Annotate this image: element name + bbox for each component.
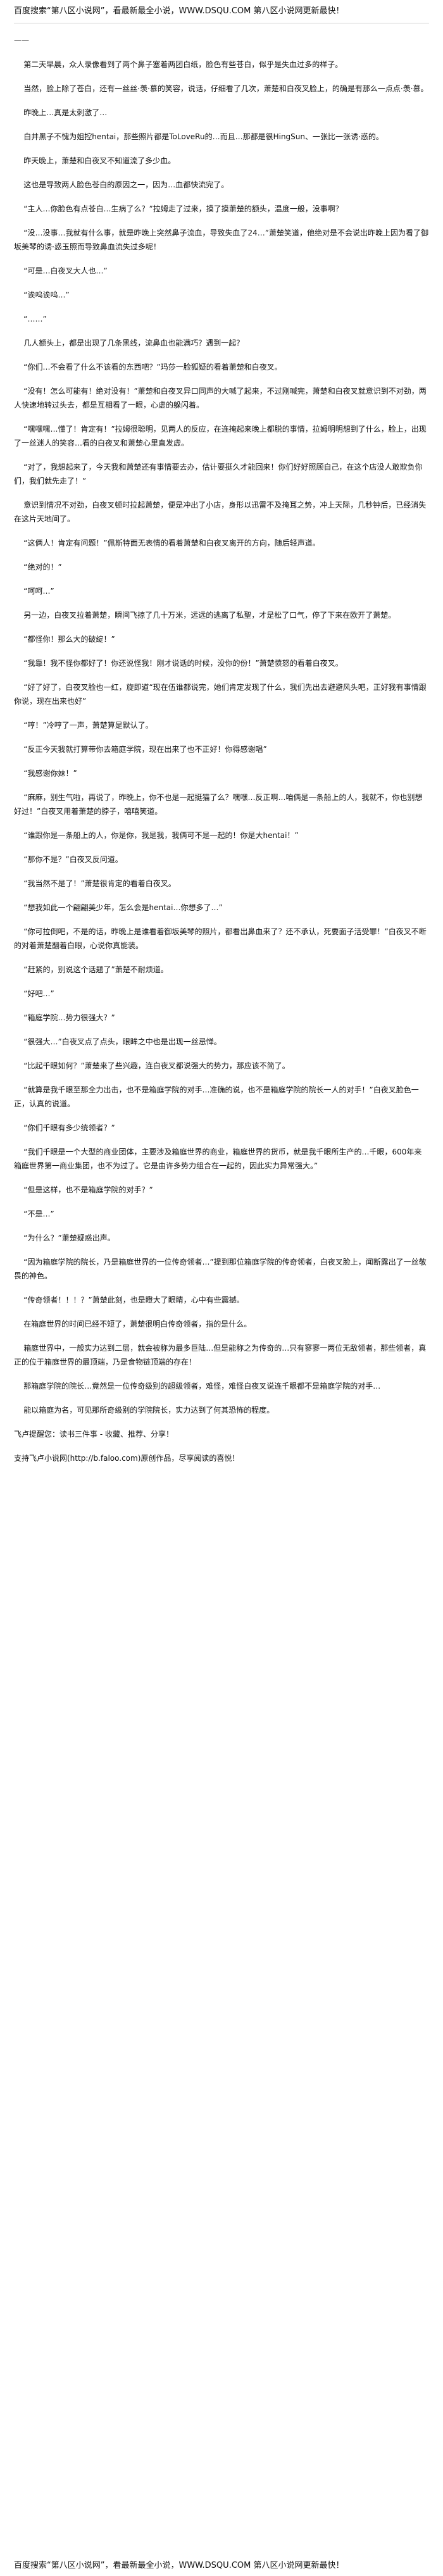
paragraph: 这也是导致两人脸色苍白的原因之一，因为…血都快流完了。 <box>14 180 229 189</box>
paragraph-list: 第二天早晨，众人录像看到了两个鼻子塞着两团白纸，脸色有些苍白，似乎是失血过多的样… <box>14 58 429 1417</box>
chapter-content: —— 第二天早晨，众人录像看到了两个鼻子塞着两团白纸，脸色有些苍白，似乎是失血过… <box>14 34 429 1465</box>
paragraph: “好吧…” <box>14 989 54 998</box>
paragraph: “你们…不会看了什么不该看的东西吧？”玛莎一脸狐疑的看着萧楚和白夜叉。 <box>14 363 282 372</box>
promo-block: 飞卢提醒您：读书三件事 - 收藏、推荐、分享！ 支持飞卢小说网(http://b.… <box>14 1427 429 1465</box>
paragraph: 当然，脸上除了苍白，还有一丝丝·羡·慕的笑容，说话，仔细看了几次，萧楚和白夜叉脸… <box>14 84 428 93</box>
paragraph: 昨晚上…真是太刺激了… <box>14 108 108 117</box>
header-notice: 百度搜索“第八区小说网”，看最新最全小说，WWW.DSQU.COM 第八区小说网… <box>14 6 344 16</box>
paragraph: 另一边，白夜叉拉着萧楚，瞬间飞掠了几十万米，远远的逃离了私聖，才是松了口气，停了… <box>14 611 396 620</box>
paragraph: “想我如此一个翩翩美少年，怎么会是hentai…你想多了…” <box>14 903 223 912</box>
paragraph: “对了，我想起来了，今天我和萧楚还有事情要去办，估计要挺久才能回来！你们好好照顾… <box>14 463 423 485</box>
paragraph: 箱庭世界中，一般实力达到二层，就会被称为最多巨陆…但是能称之为传奇的…只有寥寥一… <box>14 1344 427 1366</box>
paragraph: “诶呜诶呜…” <box>14 291 70 299</box>
paragraph: “很强大…”白夜叉点了点头，眼眸之中也是出现一丝忌惮。 <box>14 1037 222 1046</box>
paragraph: 第二天早晨，众人录像看到了两个鼻子塞着两团白纸，脸色有些苍白，似乎是失血过多的样… <box>14 60 343 69</box>
paragraph: 意识到情况不对劲，白夜叉顿时拉起萧楚，便是冲出了小店，身形以迅雷不及掩耳之势，冲… <box>14 501 427 523</box>
reading-tip: 飞卢提醒您：读书三件事 - 收藏、推荐、分享！ <box>14 1430 173 1439</box>
paragraph: “你们千眼有多少统领者？” <box>14 1123 115 1132</box>
paragraph: 昨天晚上，萧楚和白夜叉不知道流了多少血。 <box>14 156 176 165</box>
paragraph: “因为箱庭学院的院长，乃是箱庭世界的一位传奇领者…”提到那位箱庭学院的传奇领者，… <box>14 1258 427 1280</box>
paragraph: “为什么？”萧楚疑惑出声。 <box>14 1234 115 1242</box>
paragraph: “不是…” <box>14 1210 54 1218</box>
paragraph: “你可拉倒吧，不是的话，昨晚上是谁看着御坂美琴的照片，都看出鼻血来了？还不承认，… <box>14 927 427 950</box>
paragraph: 那箱庭学院的院长…竟然是一位传奇级别的超级领者，难怪，难怪白夜叉说连千眼都不是箱… <box>14 1382 381 1391</box>
paragraph: “好了好了，白夜叉脸也一红，旋即道“现在伍谁都说完，她们肯定发现了什么，我们先出… <box>14 683 427 706</box>
paragraph: “嘿嘿嘿…懂了！肯定有！”拉姆很聪明，见两人的反应，在连掩起来晚上都脱的事情，拉… <box>14 425 427 447</box>
paragraph: “谁跟你是一条船上的人，你是你，我是我，我俩可不是一起的！你是大hentai！” <box>14 831 299 840</box>
paragraph: “我靠！我不怪你都好了！你还说怪我！刚才说话的时候，没你的份！”萧楚愤怒的看着白… <box>14 659 343 668</box>
paragraph: “箱庭学院…势力很强大？” <box>14 1013 115 1022</box>
paragraph: “那你不是？”白夜叉反问道。 <box>14 855 123 864</box>
paragraph: 能以箱庭为名，可见那所奇级别的学院院长，实力达到了何其恐怖的程度。 <box>14 1406 275 1415</box>
paragraph: “我们千眼是一个大型的商业团体，主要涉及箱庭世界的商业，箱庭世界的货币，就是我千… <box>14 1147 422 1170</box>
paragraph: “可是…白夜叉大人也…” <box>14 266 108 275</box>
paragraph: “我当然不是了！”萧楚很肯定的看着白夜叉。 <box>14 879 176 888</box>
paragraph: “传奇领者！！！？”萧楚此刻，也是瞪大了眼睛，心中有些震撼。 <box>14 1296 244 1304</box>
paragraph: “……” <box>14 315 47 323</box>
paragraph: 几人额头上，都是出现了几条黑线，流鼻血也能满巧？遇到一起？ <box>14 339 244 347</box>
paragraph: “麻麻，别生气啦，再说了，昨晚上，你不也是一起挺猫了么？嘿嘿…反正啊…咱俩是一条… <box>14 793 423 816</box>
paragraph: “主人…你脸色有点苍白…生病了么？”拉姆走了过来，摸了摸萧楚的额头，温度一般，没… <box>14 204 343 213</box>
paragraph: “都怪你！那么大的破绽！” <box>14 635 115 644</box>
paragraph: “绝对的！” <box>14 563 62 572</box>
paragraph: 在箱庭世界的时间已经不短了，萧楚很明白传奇领者，指的是什么。 <box>14 1320 252 1329</box>
paragraph: “没…没事…我就有什么事，就是昨晚上突然鼻子流血，导致失血了24…”萧楚笑道，他… <box>14 228 428 251</box>
paragraph: “呵呵…” <box>14 587 54 596</box>
chapter-opening: —— <box>14 36 32 45</box>
paragraph: “哼！”冷哼了一声，萧楚算是默认了。 <box>14 721 153 730</box>
paragraph: 白井黑子不愧为姐控hentai，那些照片都是ToLoveRu的…而且…那都是很H… <box>14 132 384 141</box>
paragraph: “这俩人！肯定有问题！”佩斯特面无表情的看着萧楚和白夜叉离开的方向，随后轻声道。 <box>14 539 320 547</box>
paragraph: “没有！怎么可能有！绝对没有！”萧楚和白夜叉异口同声的大喊了起来，不过刚喊完，萧… <box>14 387 427 410</box>
paragraph: “比起千眼如何？”萧楚来了些兴趣，连白夜叉都说强大的势力，那应该不简了。 <box>14 1061 290 1070</box>
support-notice: 支持飞卢小说网(http://b.faloo.com)原创作品，尽享阅读的喜悦！ <box>14 1454 240 1463</box>
paragraph: “但是这样，也不是箱庭学院的对手？” <box>14 1185 153 1194</box>
paragraph: “我感谢你妹！” <box>14 769 77 778</box>
paragraph: “赶紧的，别说这个话题了”萧楚不耐烦道。 <box>14 965 168 974</box>
paragraph: “就算是我千眼至那全力出击，也不是箱庭学院的对手…准确的说，也不是箱庭学院的院长… <box>14 1085 419 1108</box>
paragraph: “反正今天我就打算带你去箱庭学院，现在出来了也不正好！你得感谢唱” <box>14 745 267 754</box>
footer-notice: 百度搜索“第八区小说网”，看最新最全小说，WWW.DSQU.COM 第八区小说网… <box>14 2561 344 2570</box>
